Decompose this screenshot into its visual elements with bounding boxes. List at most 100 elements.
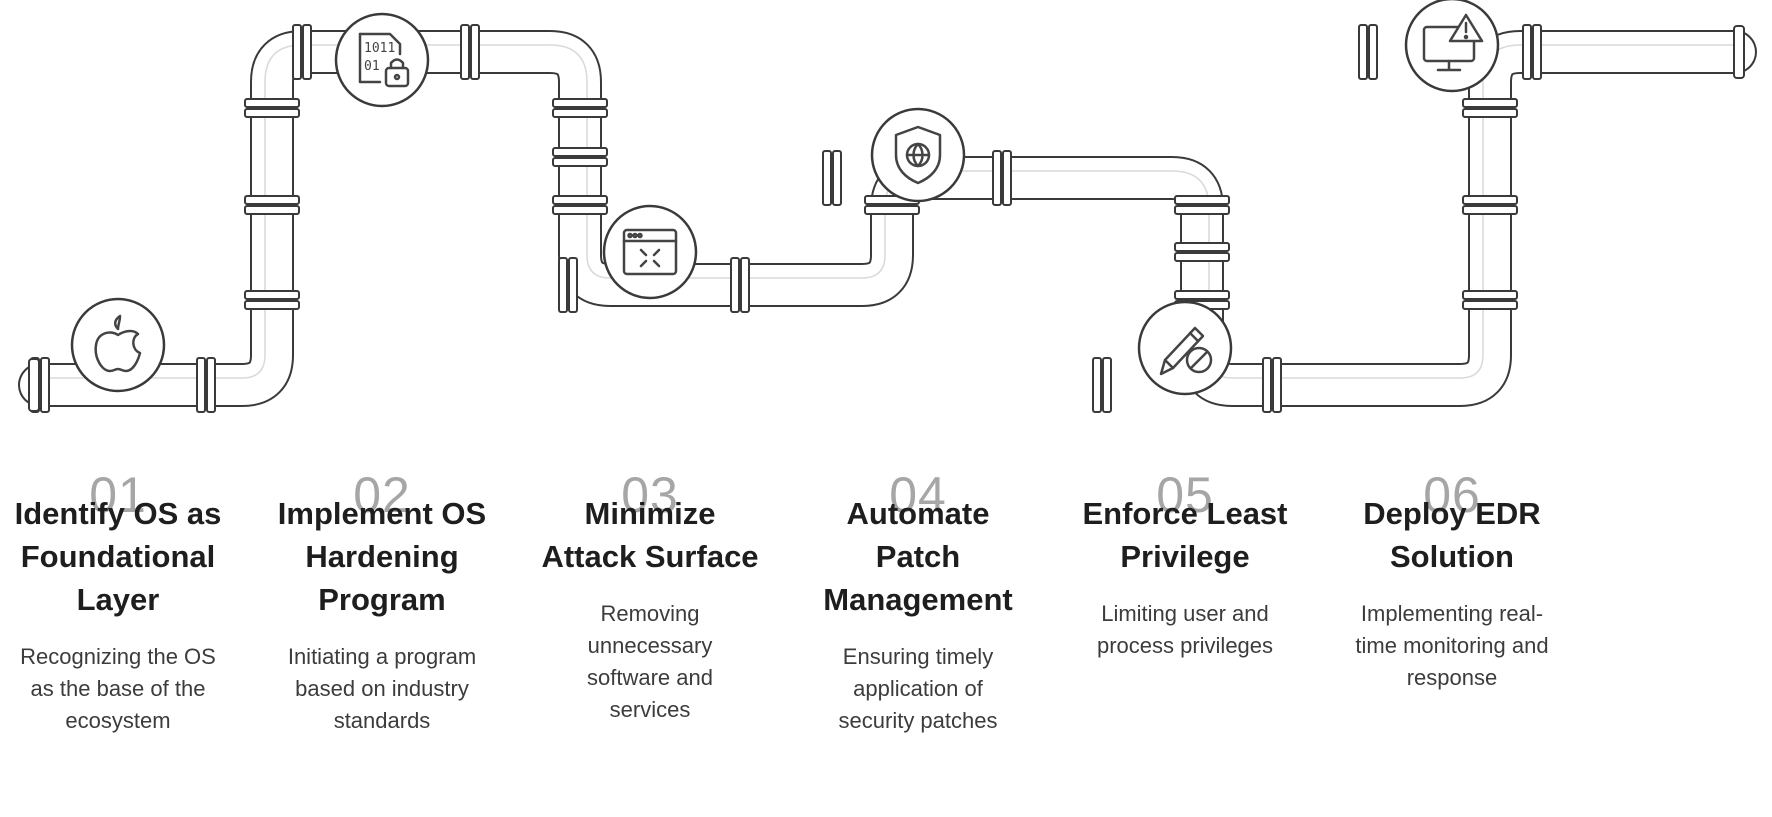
pipe-collar: [1462, 205, 1518, 215]
pipe-collar: [1368, 24, 1378, 80]
step-description-line: security patches: [838, 708, 998, 733]
apple-icon: [94, 314, 142, 373]
step-title-line: Privilege: [1120, 539, 1250, 574]
pipe-collar: [1522, 24, 1532, 80]
shield-globe-icon: [894, 125, 942, 185]
pipe-end-cap: [28, 358, 40, 412]
step-title-line: Enforce Least: [1082, 496, 1288, 531]
step-node-circle: [1137, 300, 1233, 396]
step-description-line: Ensuring timely: [842, 644, 994, 669]
step-description-line: based on industry: [295, 676, 469, 701]
step-node-circle: [334, 12, 430, 108]
pipe-collar: [244, 108, 300, 118]
pipe-collar: [552, 205, 608, 215]
step-description-line: response: [1406, 665, 1498, 690]
pipe-collar: [1532, 24, 1542, 80]
pipe-collars: [28, 24, 1745, 413]
pipe-collar: [244, 205, 300, 215]
pipe-collar: [1102, 357, 1112, 413]
step-description-line: Initiating a program: [287, 644, 477, 669]
pipe-collar: [552, 195, 608, 205]
step-title-line: Hardening: [305, 539, 459, 574]
pipe-collar: [992, 150, 1002, 206]
app-window-icon: [622, 228, 678, 276]
step-node: [870, 107, 966, 203]
step-node-circle: [70, 297, 166, 393]
pipe-collar: [244, 195, 300, 205]
pencil-blocked-icon: [1159, 326, 1213, 376]
step-number: 02: [353, 467, 411, 523]
pipe-collar: [1174, 252, 1230, 262]
step-title-line: Management: [823, 582, 1013, 617]
step-title-line: Program: [318, 582, 446, 617]
pipe-collar: [1462, 98, 1518, 108]
pipe-collar: [832, 150, 842, 206]
pipe-collar: [1002, 150, 1012, 206]
step-node: [1404, 0, 1500, 93]
pipe-collar: [1462, 195, 1518, 205]
step-title-line: Implement OS: [277, 496, 487, 531]
pipe-collar: [206, 357, 216, 413]
pipe-collar: [1462, 108, 1518, 118]
step-description-line: as the base of the: [30, 676, 206, 701]
step-node-circle: [602, 204, 698, 300]
step-title-line: Layer: [76, 582, 160, 617]
pipe-collar: [558, 257, 568, 313]
step-node-circle: [1404, 0, 1500, 93]
step-description: Recognizing the OS as the base of the ecos…: [0, 641, 243, 737]
step-description-line: Recognizing the OS: [20, 644, 216, 669]
pipe-collar: [1272, 357, 1282, 413]
pipe-collar: [244, 98, 300, 108]
step-description-line: standards: [333, 708, 431, 733]
step-title-line: Minimize: [584, 496, 716, 531]
pipe-collar: [1358, 24, 1368, 80]
pipe-collar: [470, 24, 480, 80]
step-description: Limiting user and process privileges: [1060, 598, 1310, 662]
step-description-line: process privileges: [1096, 633, 1274, 658]
pipe-collar: [196, 357, 206, 413]
step-number: 01: [89, 467, 147, 523]
step-title-line: Attack Surface: [541, 539, 759, 574]
step-description-line: software and: [587, 665, 713, 690]
step-title-line: Automate: [846, 496, 990, 531]
step-description-line: services: [609, 697, 691, 722]
step-number: 05: [1156, 467, 1214, 523]
step-description: Initiating a program based on industry sta…: [257, 641, 507, 737]
pipe-collar: [1462, 300, 1518, 310]
pipe-collar: [1174, 290, 1230, 300]
step-description-line: ecosystem: [65, 708, 171, 733]
svg-text:1011: 1011: [364, 41, 395, 56]
pipe-collar: [40, 357, 50, 413]
pipe-collar: [552, 98, 608, 108]
step-description-line: Limiting user and: [1101, 601, 1269, 626]
step-title-line: Patch: [875, 539, 961, 574]
pipe-collar: [244, 300, 300, 310]
step-description-line: Removing: [600, 601, 700, 626]
step-title-line: Solution: [1390, 539, 1514, 574]
step-description-line: Implementing real-: [1360, 601, 1544, 626]
step-node: [70, 297, 166, 393]
pipe-collar: [1174, 195, 1230, 205]
step-number: 06: [1423, 467, 1481, 523]
step-title-line: Identify OS as: [14, 496, 222, 531]
monitor-alert-icon: [1422, 13, 1484, 72]
pipe-collar: [1174, 242, 1230, 252]
pipe-collar: [1462, 290, 1518, 300]
pipe-collar: [552, 147, 608, 157]
pipe-collar: [1262, 357, 1272, 413]
step-number: 03: [621, 467, 679, 523]
pipe-collar: [302, 24, 312, 80]
